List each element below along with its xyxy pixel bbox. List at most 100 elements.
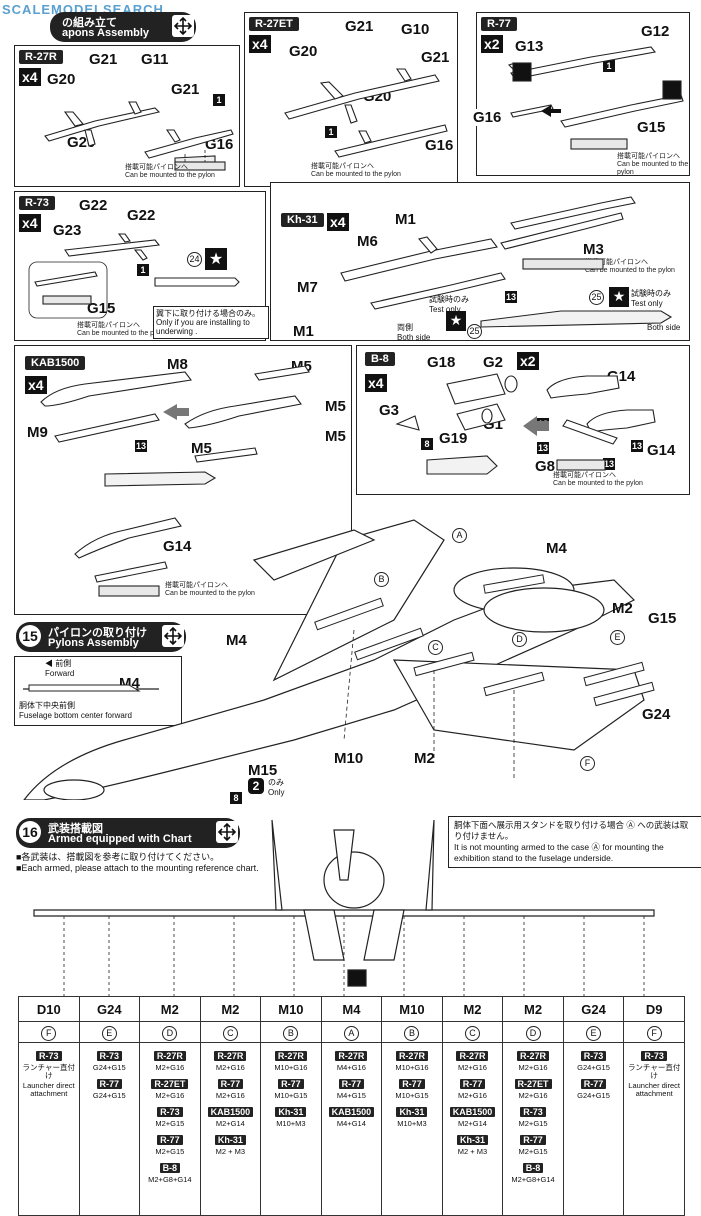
quantity-badge: x4 bbox=[19, 214, 41, 232]
test-en: Test only bbox=[429, 305, 461, 314]
part-combo: M2+G15 bbox=[155, 1119, 185, 1128]
weapon-tag: R-77 bbox=[520, 1135, 546, 1145]
part-combo: M10+G15 bbox=[274, 1091, 308, 1100]
star-icon: ★ bbox=[205, 248, 227, 270]
kab1500-bomb-drawing bbox=[40, 366, 310, 597]
pylon-header: D10 bbox=[18, 996, 80, 1022]
part-combo: M2+G15 bbox=[518, 1119, 548, 1128]
part-number-badge: 1 bbox=[137, 264, 149, 276]
part-number-badge: 13 bbox=[135, 440, 147, 452]
fuselage-en: Fuselage bottom center forward bbox=[19, 711, 132, 720]
quantity-badge: x2 bbox=[481, 35, 503, 53]
su35-aircraft-drawing bbox=[23, 519, 655, 800]
part-number-badge: 13 bbox=[603, 458, 615, 470]
station-marker-f: F bbox=[580, 756, 595, 771]
part-label: G14 bbox=[647, 442, 676, 459]
weapon-tag: R-73 bbox=[520, 1107, 546, 1117]
test-jp: 試験時のみ bbox=[429, 295, 469, 304]
step-title-en: Pylons Assembly bbox=[48, 637, 139, 649]
station-marker-a: A bbox=[452, 528, 467, 543]
part-number-badge: 8 bbox=[421, 438, 433, 450]
weapon-tag: R-27R bbox=[214, 1051, 247, 1061]
part-combo: M2+G16 bbox=[518, 1063, 548, 1072]
part-combo: M10+M3 bbox=[397, 1119, 427, 1128]
part-label: G21 bbox=[89, 51, 118, 68]
pylon-header: M2 bbox=[199, 996, 262, 1022]
part-combo: M10+G16 bbox=[395, 1063, 429, 1072]
notice-jp: 胴体下面へ展示用スタンドを取り付ける場合 Ⓐ への武装は取り付けません。 bbox=[454, 820, 689, 841]
part-combo: G24+G15 bbox=[577, 1063, 610, 1072]
part-label: M3 bbox=[583, 241, 604, 258]
pylon-note: 搭載可能パイロンへ Can be mounted to the pylon bbox=[553, 472, 643, 488]
station-marker: C bbox=[464, 1026, 480, 1041]
weapon-tag: R-27ET bbox=[151, 1079, 189, 1089]
weapon-tag: R-27R bbox=[274, 1051, 307, 1061]
station-marker: B bbox=[283, 1026, 299, 1041]
pylon-note-jp: 搭載可能パイロンへ bbox=[311, 163, 374, 170]
part-number-badge: 13 bbox=[537, 442, 549, 454]
part-number-badge: 1 bbox=[213, 94, 225, 106]
pylon-note-en: Can be mounted to the pylon bbox=[553, 480, 643, 487]
forward-en: Forward bbox=[45, 669, 75, 678]
pylon-header: G24 bbox=[562, 996, 625, 1022]
station-marker: A bbox=[343, 1026, 359, 1041]
weapon-tag: Kh-31 bbox=[275, 1107, 307, 1117]
part-combo: Launcher direct attachment bbox=[628, 1081, 680, 1098]
weapon-tag: KAB1500 bbox=[25, 356, 86, 370]
panel-r77: R-77 x2 G13 G12 G16 G15 1 搭載可能パイロンへ Can … bbox=[473, 12, 690, 176]
weapons-assembly-header: の組み立て apons Assembly bbox=[50, 12, 196, 42]
instruction-bullets: ■各武装は、搭載図を参考に取り付けてください。 ■Each armed, ple… bbox=[16, 852, 276, 874]
weapon-tag: R-27R bbox=[19, 50, 63, 64]
decal-number: 25 bbox=[467, 324, 482, 339]
only-note: のみ Only bbox=[268, 778, 284, 798]
station-cell: F bbox=[18, 1021, 80, 1043]
part-label: G21 bbox=[421, 49, 450, 66]
part-label: G22 bbox=[127, 207, 156, 224]
decal-number: 25 bbox=[589, 290, 604, 305]
step-title-jp: 武装搭載図 bbox=[48, 823, 103, 835]
panel-kab1500: KAB1500 x4 M8 M9 M5 M5 M5 M5 G14 13 搭載可能… bbox=[14, 345, 352, 615]
weapon-tag: B-8 bbox=[159, 1163, 181, 1173]
symmetry-icon bbox=[162, 625, 184, 647]
kh31-missile-drawing bbox=[340, 196, 673, 328]
panel-r73: R-73 x4 G22 G22 G23 G15 1 24 ★ 搭載可能パイロンへ… bbox=[14, 191, 269, 341]
fuselage-note: 胴体下中央前側 Fuselage bottom center forward bbox=[19, 701, 132, 721]
panel-r27et: R-27ET x4 G21 G10 G20 G21 G20 G16 1 搭載可能… bbox=[244, 12, 458, 187]
pylon-note-en: Can be mounted to the pylon bbox=[311, 171, 401, 178]
weapon-tag: R-73 bbox=[580, 1051, 607, 1061]
symmetry-icon bbox=[216, 821, 238, 843]
star-icon: ★ bbox=[609, 287, 629, 307]
only-jp: のみ bbox=[268, 778, 284, 787]
part-combo: M2+G16 bbox=[215, 1063, 245, 1072]
weapon-tag: R-73 bbox=[36, 1051, 62, 1061]
weapon-tag: R-27ET bbox=[249, 17, 299, 31]
pylon-note-jp: 搭載可能パイロンへ bbox=[125, 164, 188, 171]
part-combo: M2+G14 bbox=[215, 1119, 245, 1128]
part-label: G15 bbox=[87, 300, 116, 317]
weapon-tag: R-27R bbox=[153, 1051, 186, 1061]
pylon-header: M2 bbox=[441, 996, 504, 1022]
forward-arrow-icon: ◀ bbox=[45, 659, 53, 668]
pylon-note: 搭載可能パイロンへ Can be mounted to the pylon bbox=[77, 322, 167, 338]
panel-b8: B-8 x4 x2 G18 G2 G3 G1 G19 G14 G14 G8 8 … bbox=[356, 345, 690, 495]
forward-inset: ◀ 前側 Forward M4 胴体下中央前側 Fuselage bottom … bbox=[14, 656, 182, 726]
part-combo: M2+G15 bbox=[155, 1147, 185, 1156]
only-en: Only bbox=[268, 788, 285, 797]
station-marker: F bbox=[41, 1026, 57, 1041]
part-combo: G24+G15 bbox=[577, 1091, 610, 1100]
